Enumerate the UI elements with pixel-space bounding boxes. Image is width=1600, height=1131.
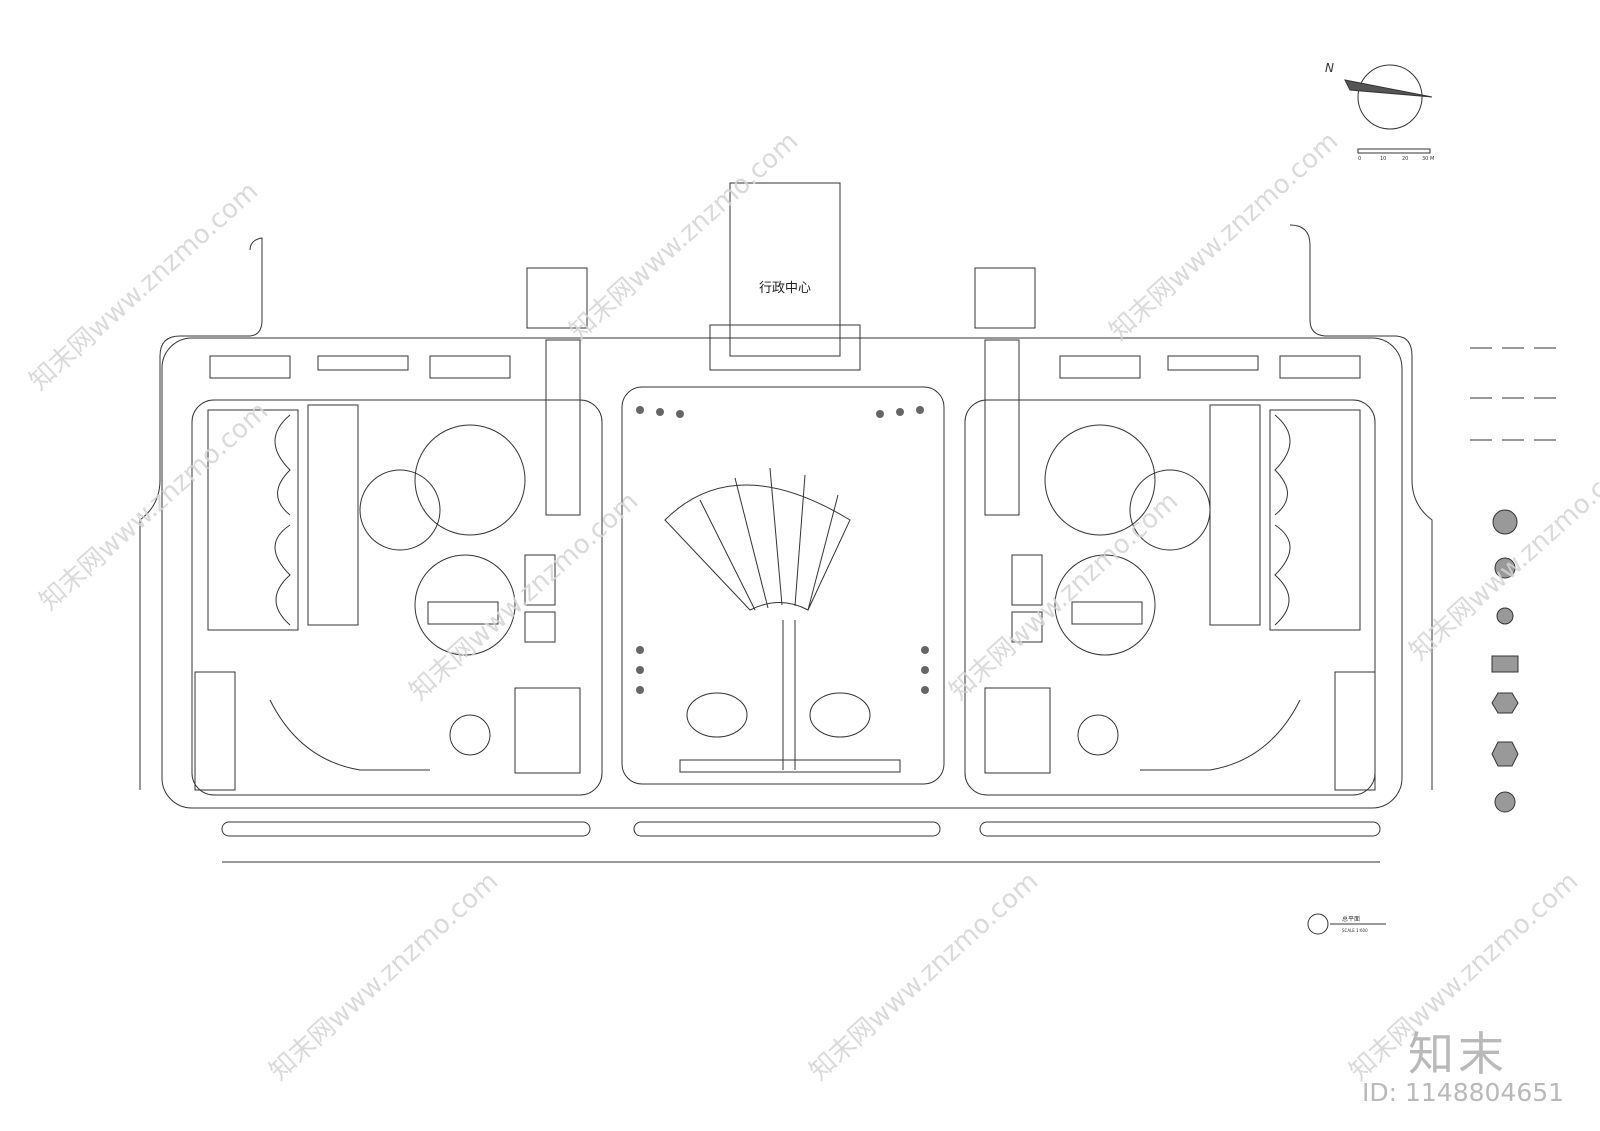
central-plaza	[621, 386, 945, 785]
right-round-plaza	[1129, 469, 1211, 551]
right-garden-block	[1269, 409, 1361, 631]
road-lane-right	[979, 821, 1381, 837]
paving-strip	[679, 759, 901, 773]
right-building-top	[974, 267, 1036, 329]
legend-tree-ring-medium	[1494, 557, 1516, 579]
central-building	[729, 182, 841, 357]
compass-ring	[1357, 64, 1423, 130]
left-hatch-corner	[194, 671, 236, 791]
left-curved-path	[269, 699, 430, 771]
road-lane-center	[633, 821, 941, 837]
right-round-plaza-2	[1044, 424, 1156, 536]
legend-circle-shrub	[1494, 791, 1516, 813]
scale-label-10: 10	[1380, 156, 1386, 162]
left-parking-row-2	[429, 355, 511, 379]
road-edge-left	[139, 237, 263, 790]
left-circular-feature	[449, 714, 491, 756]
left-square-pavilion	[524, 611, 556, 643]
road-edge-right	[1289, 224, 1433, 790]
right-tall-pavilion	[1011, 554, 1043, 606]
watermark-id: ID: 1148804651	[1362, 1078, 1565, 1107]
legend-octagon-shrub	[1491, 692, 1519, 714]
right-long-bar	[1167, 355, 1259, 371]
title-marker	[1307, 913, 1329, 935]
left-grid-pavilions	[514, 687, 581, 774]
scale-label-20: 20	[1402, 156, 1408, 162]
left-round-plaza-2	[414, 424, 526, 536]
right-grid-pavilions	[984, 687, 1051, 774]
right-building-long	[1209, 404, 1261, 626]
left-tall-pavilion	[524, 554, 556, 606]
left-round-plaza-3	[414, 554, 516, 656]
building-label: 行政中心	[759, 281, 811, 296]
left-building-long	[307, 404, 359, 626]
right-curved-path	[1140, 699, 1301, 771]
right-fountain	[809, 692, 871, 738]
scale-label-0: 0	[1358, 156, 1361, 162]
right-building-long-2	[984, 339, 1020, 516]
legend-tree-ring-small	[1496, 607, 1514, 625]
left-plot-outline	[191, 399, 603, 796]
left-grid-block	[427, 601, 499, 625]
right-grid-block	[1071, 601, 1143, 625]
plan-scale: SCALE 1:600	[1342, 928, 1368, 933]
right-parking-row-2	[1279, 355, 1361, 379]
compass-needle	[1344, 79, 1433, 98]
watermark-brand: 知末	[1408, 1027, 1508, 1081]
right-parking-row	[1059, 355, 1141, 379]
left-parking-row	[209, 355, 291, 379]
fan-pavilion	[664, 484, 851, 611]
right-garden-arcs	[1274, 414, 1291, 626]
legend-rect-block	[1491, 655, 1519, 673]
scale-bar	[1357, 148, 1431, 154]
left-round-plaza	[359, 469, 441, 551]
left-fountain	[686, 692, 748, 738]
central-axis	[782, 620, 796, 770]
central-building-base	[709, 324, 861, 371]
right-round-plaza-3	[1054, 554, 1156, 656]
left-building-long-2	[545, 339, 581, 516]
legend-symbols	[1491, 509, 1519, 813]
left-building-top	[526, 267, 588, 329]
plan-title: 总平面	[1342, 915, 1360, 923]
left-garden-arcs	[274, 414, 291, 626]
legend-hexagon-shrub	[1491, 741, 1519, 767]
road-lane-left	[221, 821, 591, 837]
right-hatch-corner	[1334, 671, 1376, 791]
compass-letter: N	[1325, 61, 1334, 75]
legend-tree-ring-large	[1492, 509, 1518, 535]
scale-label-30: 30 M	[1422, 156, 1434, 162]
plaza-trees	[636, 406, 929, 694]
left-long-bar	[317, 355, 409, 371]
right-square-pavilion	[1011, 611, 1043, 643]
left-garden-block	[207, 409, 299, 631]
right-circular-feature	[1077, 714, 1119, 756]
fan-lines	[699, 467, 839, 611]
right-plot-outline	[964, 399, 1376, 796]
site-boundary	[161, 337, 1403, 809]
